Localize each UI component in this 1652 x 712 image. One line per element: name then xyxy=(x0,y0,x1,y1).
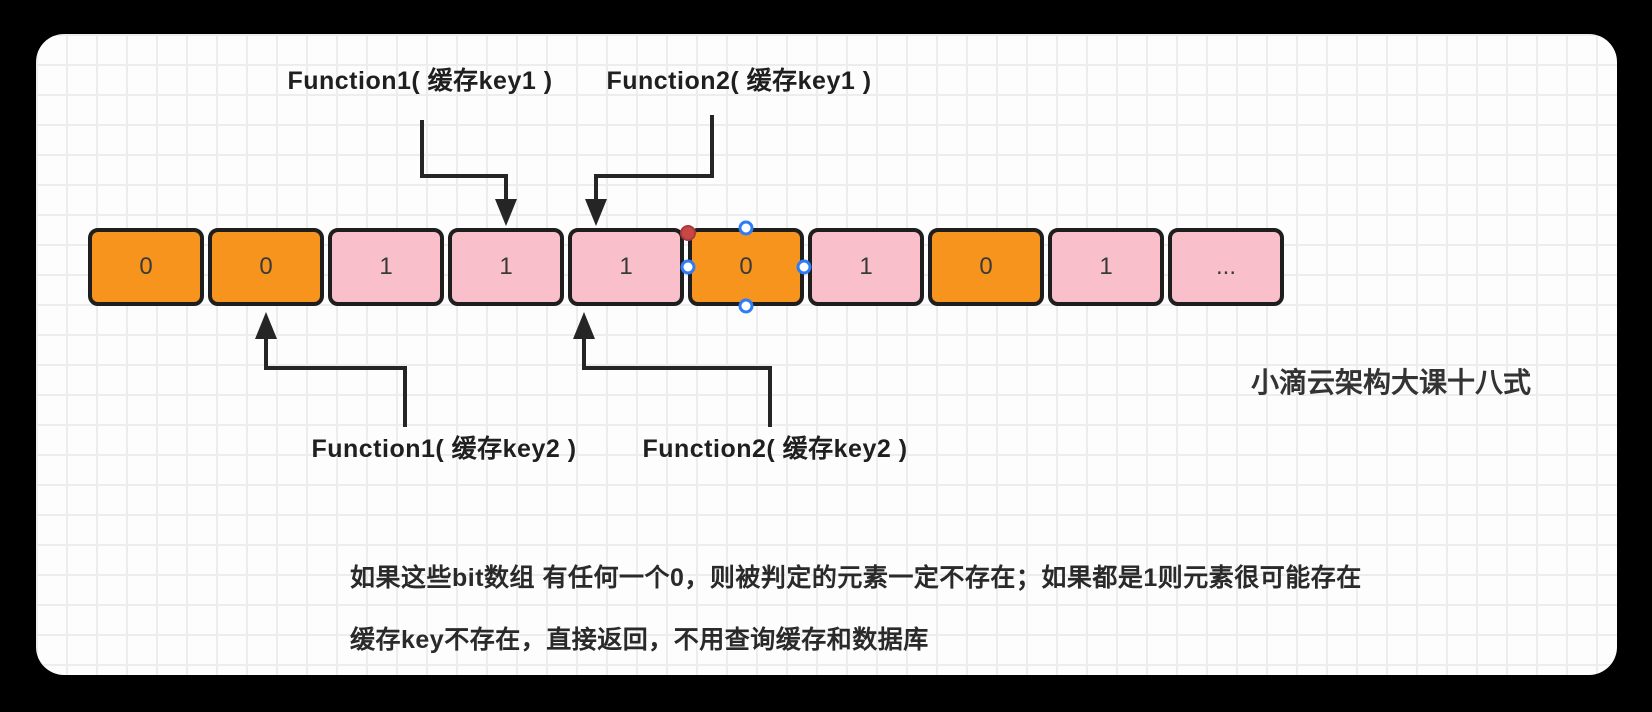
note-line-1: 如果这些bit数组 有任何一个0，则被判定的元素一定不存在；如果都是1则元素很可… xyxy=(350,564,1362,592)
drawing-canvas[interactable]: Function1( 缓存key1 ) Function2( 缓存key1 ) … xyxy=(36,34,1617,675)
arrow-function1-key1 xyxy=(420,120,517,226)
selection-handle-top[interactable] xyxy=(738,220,754,236)
bit-cell[interactable]: 0 xyxy=(928,228,1044,306)
label-function1-key2[interactable]: Function1( 缓存key2 ) xyxy=(311,435,577,463)
bit-cell-selected[interactable]: 0 xyxy=(688,228,804,306)
connector-endpoint-dot[interactable] xyxy=(680,225,696,241)
bit-cell[interactable]: 1 xyxy=(328,228,444,306)
note-line-2: 缓存key不存在，直接返回，不用查询缓存和数据库 xyxy=(350,626,929,654)
bit-cell[interactable]: 1 xyxy=(1048,228,1164,306)
label-function2-key2[interactable]: Function2( 缓存key2 ) xyxy=(642,435,908,463)
bit-cell[interactable]: 1 xyxy=(448,228,564,306)
bit-cell[interactable]: 1 xyxy=(568,228,684,306)
selection-handle-bottom[interactable] xyxy=(738,298,754,314)
bit-cell[interactable]: 0 xyxy=(88,228,204,306)
watermark-text: 小滴云架构大课十八式 xyxy=(1250,367,1532,398)
selection-handle-left[interactable] xyxy=(680,259,696,275)
bit-cell[interactable]: ... xyxy=(1168,228,1284,306)
arrow-function2-key2 xyxy=(573,312,772,427)
selection-handle-right[interactable] xyxy=(796,259,812,275)
bit-cell[interactable]: 0 xyxy=(208,228,324,306)
label-function1-key1[interactable]: Function1( 缓存key1 ) xyxy=(287,67,553,95)
arrow-function1-key2 xyxy=(255,312,407,427)
bit-cell[interactable]: 1 xyxy=(808,228,924,306)
label-function2-key1[interactable]: Function2( 缓存key1 ) xyxy=(606,67,872,95)
arrow-function2-key1 xyxy=(585,115,714,226)
